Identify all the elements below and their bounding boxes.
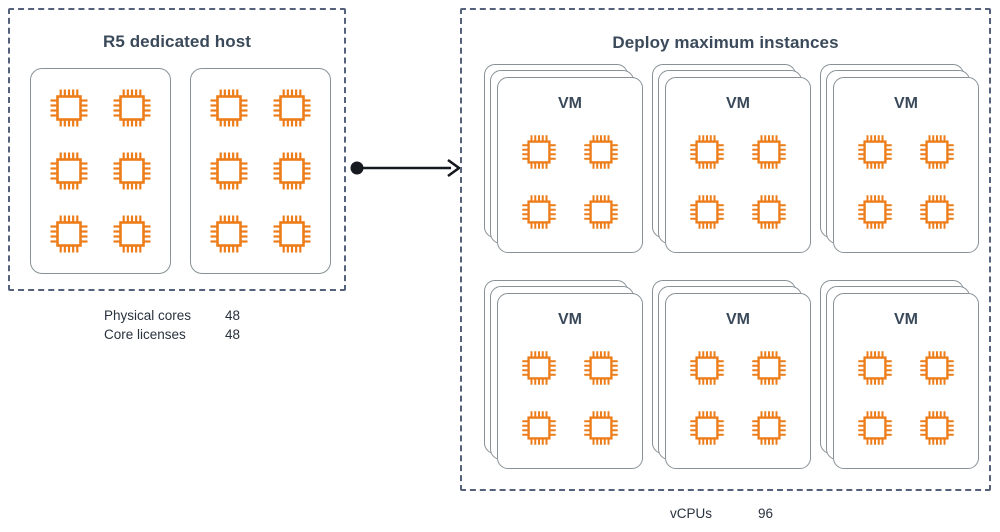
cpu-chip-icon <box>920 411 954 445</box>
r5-dedicated-host-group: R5 dedicated host <box>8 8 346 291</box>
cpu-chip-icon <box>920 351 954 385</box>
deploy-maximum-instances-group: Deploy maximum instances VM VM VM VM VM VM <box>460 8 991 491</box>
vm-card-stack[interactable]: VM <box>820 64 980 254</box>
cpu-chip-icon <box>690 411 724 445</box>
cpu-chip-icon <box>210 152 248 190</box>
cpu-chip-icon <box>210 89 248 127</box>
vm-chip-grid <box>508 338 632 458</box>
cpu-chip-icon <box>920 195 954 229</box>
host-metrics: Physical cores 48 Core licenses 48 <box>104 306 240 344</box>
cpu-chip-icon <box>50 152 88 190</box>
vm-label: VM <box>726 95 750 112</box>
vm-label: VM <box>726 311 750 328</box>
cpu-chip-icon <box>113 215 151 253</box>
vm-card[interactable]: VM <box>665 77 811 253</box>
cpu-chip-icon <box>113 89 151 127</box>
vm-card[interactable]: VM <box>497 293 643 469</box>
vm-card[interactable]: VM <box>833 293 979 469</box>
cpu-socket-panel <box>190 68 331 274</box>
cpu-chip-icon <box>752 411 786 445</box>
connector-start-dot <box>350 161 364 175</box>
cpu-chip-icon <box>584 351 618 385</box>
vm-card[interactable]: VM <box>497 77 643 253</box>
vm-card-stack[interactable]: VM <box>484 64 644 254</box>
cpu-chip-icon <box>113 152 151 190</box>
cpu-chip-icon <box>273 152 311 190</box>
vm-chip-grid <box>844 338 968 458</box>
metric-label: Core licenses <box>104 327 186 342</box>
cpu-socket-chip-grid <box>31 69 170 273</box>
vm-label: VM <box>894 95 918 112</box>
vm-card-stack[interactable]: VM <box>652 280 812 470</box>
arrow-right-icon <box>447 158 462 178</box>
cpu-chip-icon <box>273 215 311 253</box>
vm-card-stack[interactable]: VM <box>484 280 644 470</box>
cpu-chip-icon <box>858 195 892 229</box>
cpu-chip-icon <box>522 135 556 169</box>
cpu-chip-icon <box>752 351 786 385</box>
metric-row: Core licenses 48 <box>104 325 240 344</box>
cpu-chip-icon <box>273 89 311 127</box>
cpu-chip-icon <box>858 135 892 169</box>
cpu-chip-icon <box>522 351 556 385</box>
vcpu-metrics: vCPUs 96 <box>670 504 798 523</box>
cpu-socket-panel <box>30 68 171 274</box>
cpu-chip-icon <box>858 351 892 385</box>
metric-label: vCPUs <box>670 506 713 521</box>
metric-row: vCPUs 96 <box>670 504 798 523</box>
cpu-chip-icon <box>752 195 786 229</box>
cpu-chip-icon <box>50 215 88 253</box>
metric-value: 48 <box>224 327 240 342</box>
vm-chip-grid <box>844 122 968 242</box>
cpu-chip-icon <box>752 135 786 169</box>
cpu-chip-icon <box>690 135 724 169</box>
metric-value: 96 <box>758 506 774 521</box>
cpu-chip-icon <box>584 411 618 445</box>
deploy-group-title: Deploy maximum instances <box>612 33 839 52</box>
cpu-chip-icon <box>522 195 556 229</box>
cpu-chip-icon <box>584 135 618 169</box>
cpu-chip-icon <box>858 411 892 445</box>
vm-chip-grid <box>508 122 632 242</box>
vm-chip-grid <box>676 338 800 458</box>
vm-label: VM <box>558 311 582 328</box>
vm-card-stack[interactable]: VM <box>820 280 980 470</box>
cpu-chip-icon <box>584 195 618 229</box>
host-group-title: R5 dedicated host <box>102 32 252 51</box>
cpu-chip-icon <box>690 195 724 229</box>
metric-row: Physical cores 48 <box>104 306 240 325</box>
cpu-chip-icon <box>920 135 954 169</box>
metric-label: Physical cores <box>104 308 192 323</box>
cpu-chip-icon <box>522 411 556 445</box>
metric-value: 48 <box>224 308 240 323</box>
cpu-chip-icon <box>210 215 248 253</box>
cpu-chip-icon <box>50 89 88 127</box>
vm-card[interactable]: VM <box>833 77 979 253</box>
flow-connector <box>350 158 462 178</box>
cpu-chip-icon <box>690 351 724 385</box>
vm-chip-grid <box>676 122 800 242</box>
cpu-socket-chip-grid <box>191 69 330 273</box>
vm-card[interactable]: VM <box>665 293 811 469</box>
vm-label: VM <box>558 95 582 112</box>
vm-card-stack[interactable]: VM <box>652 64 812 254</box>
vm-label: VM <box>894 311 918 328</box>
